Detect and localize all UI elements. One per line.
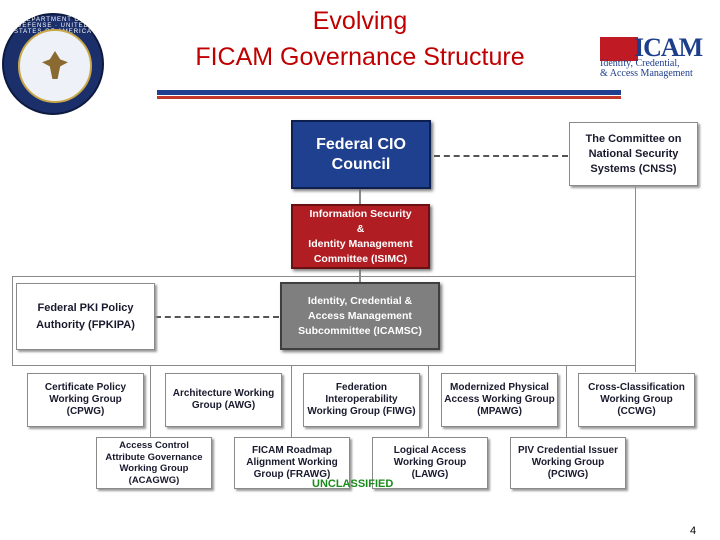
header-rule-red	[157, 96, 621, 99]
header-rule-blue	[157, 90, 621, 95]
frawg-box: FICAM Roadmap Alignment Working Group (F…	[234, 437, 350, 489]
title-line-2: FICAM Governance Structure	[195, 43, 525, 71]
federal-cio-council-box: Federal CIO Council	[291, 120, 431, 189]
isimc-box: Information Security & Identity Manageme…	[291, 204, 430, 269]
awg-box: Architecture Working Group (AWG)	[165, 373, 282, 427]
mpawg-box: Modernized Physical Access Working Group…	[441, 373, 558, 427]
connector-pciwg	[566, 365, 567, 437]
dod-seal-logo: DEPARTMENT OF DEFENSE · UNITED STATES OF…	[2, 13, 104, 115]
connector-acagwg	[150, 365, 151, 437]
title-line-1: Evolving	[312, 7, 408, 35]
connector-cio-isimc	[359, 189, 361, 205]
logo-mark-icon	[600, 37, 638, 61]
page-number: 4	[690, 525, 697, 537]
fpkipa-box: Federal PKI Policy Authority (FPKIPA)	[16, 283, 155, 350]
eagle-icon	[42, 51, 68, 79]
dashed-connector-cnss	[434, 155, 568, 157]
classification-marking: UNCLASSIFIED	[312, 478, 394, 490]
connector-bus-lower	[12, 365, 636, 366]
icam-logo: ICAM Identity, Credential, & Access Mana…	[598, 33, 718, 85]
connector-frawg	[291, 365, 292, 437]
ccwg-box: Cross-Classification Working Group (CCWG…	[578, 373, 695, 427]
lawg-box: Logical Access Working Group (LAWG)	[372, 437, 488, 489]
connector-bus-horizontal	[12, 276, 636, 277]
fiwg-box: Federation Interoperability Working Grou…	[303, 373, 420, 427]
connector-lawg	[428, 365, 429, 437]
connector-bus-left	[12, 276, 13, 366]
connector-bus-right	[635, 186, 636, 372]
logo-subtitle: Identity, Credential, & Access Managemen…	[600, 58, 693, 79]
icamsc-box: Identity, Credential & Access Management…	[280, 282, 440, 350]
cpwg-box: Certificate Policy Working Group (CPWG)	[27, 373, 144, 427]
logo-text: ICAM	[634, 33, 703, 62]
dashed-connector-fpkipa	[155, 316, 279, 318]
acagwg-box: Access Control Attribute Governance Work…	[96, 437, 212, 489]
cnss-box: The Committee on National Security Syste…	[569, 122, 698, 186]
seal-emblem	[18, 29, 92, 103]
pciwg-box: PIV Credential Issuer Working Group (PCI…	[510, 437, 626, 489]
